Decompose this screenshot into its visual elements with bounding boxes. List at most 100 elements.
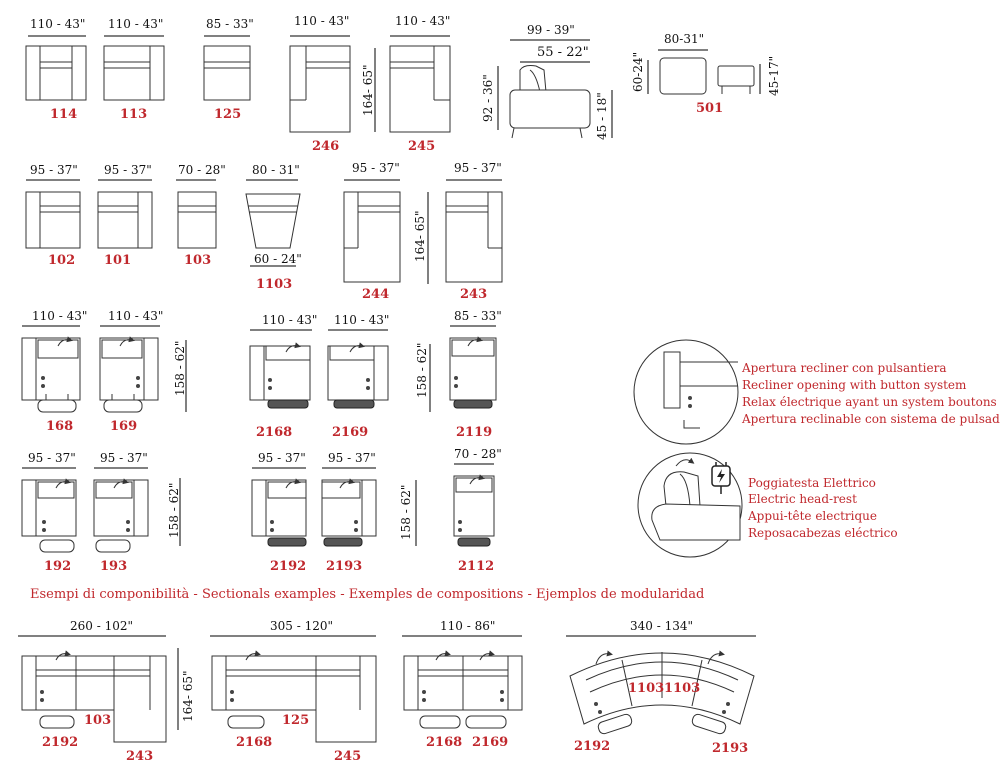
code-101: 101 bbox=[104, 253, 131, 268]
code-246: 246 bbox=[312, 139, 339, 154]
dim-168: 110 - 43" bbox=[32, 309, 87, 323]
vdim-168: 158 - 62" bbox=[173, 341, 187, 396]
dim-sectional-2: 305 - 120" bbox=[270, 619, 333, 633]
dim-2119: 85 - 33" bbox=[454, 309, 502, 323]
vdim-246: 164- 65" bbox=[361, 64, 375, 116]
code-sectional-2168: 2168 bbox=[236, 735, 272, 750]
module-101 bbox=[97, 191, 153, 249]
code-114: 114 bbox=[50, 107, 77, 122]
code-2112: 2112 bbox=[458, 559, 494, 574]
dim-169: 110 - 43" bbox=[108, 309, 163, 323]
module-2112 bbox=[453, 474, 495, 547]
dim-193: 95 - 37" bbox=[100, 451, 148, 465]
dim-1103-bottom: 60 - 24" bbox=[254, 252, 302, 266]
code-168: 168 bbox=[46, 419, 73, 434]
dim-243: 95 - 37" bbox=[454, 161, 502, 175]
legend-headrest-en: Electric head-rest bbox=[748, 492, 857, 506]
module-168 bbox=[21, 336, 81, 413]
side-view-chair bbox=[509, 65, 591, 139]
vdim-501-depth: 60-24" bbox=[631, 52, 645, 92]
dim-2168: 110 - 43" bbox=[262, 313, 317, 327]
row-1: 110 - 43" 110 - 43" 85 - 33" 110 - 43" 1… bbox=[25, 14, 781, 154]
legend-recliner-es: Apertura reclinable con sistema de pulsa… bbox=[741, 412, 1000, 426]
code-113: 113 bbox=[120, 107, 147, 122]
legend-headrest: Poggiatesta Elettrico Electric head-rest… bbox=[637, 452, 898, 558]
module-193 bbox=[93, 478, 149, 553]
code-169: 169 bbox=[110, 419, 137, 434]
dim-244: 95 - 37" bbox=[352, 161, 400, 175]
sectionals: 260 - 102" 305 - 120" 110 - 86" 340 - 13… bbox=[18, 619, 756, 764]
module-169 bbox=[99, 336, 159, 413]
code-sectional-2169: 2169 bbox=[472, 735, 508, 750]
dim-125: 85 - 33" bbox=[206, 17, 254, 31]
dim-101: 95 - 37" bbox=[104, 163, 152, 177]
dim-501-width: 80-31" bbox=[664, 32, 704, 46]
code-sectional-103: 103 bbox=[84, 713, 111, 728]
module-2169 bbox=[327, 342, 389, 409]
dim-sectional-3: 110 - 86" bbox=[440, 619, 495, 633]
row-2: 95 - 37" 95 - 37" 70 - 28" 80 - 31" 60 -… bbox=[25, 161, 503, 302]
code-sectional-2168b: 2168 bbox=[426, 735, 462, 750]
module-244 bbox=[343, 191, 401, 283]
code-2192: 2192 bbox=[270, 559, 306, 574]
code-244: 244 bbox=[362, 287, 389, 302]
row-4: 95 - 37" 95 - 37" 95 - 37" 95 - 37" 70 -… bbox=[21, 447, 502, 574]
module-2119 bbox=[449, 336, 497, 409]
module-2193 bbox=[321, 478, 377, 547]
dim-102: 95 - 37" bbox=[30, 163, 78, 177]
legend-recliner-en: Recliner opening with button system bbox=[742, 378, 967, 392]
sectionals-title: Esempi di componibilità - Sectionals exa… bbox=[30, 587, 704, 602]
module-243 bbox=[445, 191, 503, 283]
vdim-sectional-1: 164- 65" bbox=[181, 670, 195, 722]
code-2168: 2168 bbox=[256, 425, 292, 440]
code-sectional-245: 245 bbox=[334, 749, 361, 764]
module-102 bbox=[25, 191, 81, 249]
dim-2192: 95 - 37" bbox=[258, 451, 306, 465]
vdim-chair-height: 92 - 36" bbox=[481, 74, 495, 122]
dim-103: 70 - 28" bbox=[178, 163, 226, 177]
code-sectional-125: 125 bbox=[282, 713, 309, 728]
code-102: 102 bbox=[48, 253, 75, 268]
code-sectional-1103a: 1103 bbox=[628, 681, 664, 696]
legend-recliner-fr: Relax électrique ayant un system boutons bbox=[742, 395, 997, 409]
code-2169: 2169 bbox=[332, 425, 368, 440]
vdim-192: 158 - 62" bbox=[167, 483, 181, 538]
sectional-2168-2169 bbox=[403, 650, 523, 729]
code-sectional-2192: 2192 bbox=[42, 735, 78, 750]
code-125: 125 bbox=[214, 107, 241, 122]
code-245: 245 bbox=[408, 139, 435, 154]
module-113 bbox=[103, 45, 165, 101]
code-1103: 1103 bbox=[256, 277, 292, 292]
vdim-seat-height: 45 - 18" bbox=[595, 92, 609, 140]
legend-headrest-it: Poggiatesta Elettrico bbox=[748, 476, 876, 490]
dim-2169: 110 - 43" bbox=[334, 313, 389, 327]
vdim-2119: 158 - 62" bbox=[415, 343, 429, 398]
dim-114: 110 - 43" bbox=[30, 17, 85, 31]
dim-sectional-1: 260 - 102" bbox=[70, 619, 133, 633]
legend-headrest-fr: Appui-tête electrique bbox=[747, 509, 877, 523]
dim-1103-top: 80 - 31" bbox=[252, 163, 300, 177]
dim-246: 110 - 43" bbox=[294, 14, 349, 28]
row-3: 110 - 43" 110 - 43" 110 - 43" 110 - 43" … bbox=[21, 309, 502, 440]
module-501 bbox=[659, 57, 755, 95]
dim-sectional-4: 340 - 134" bbox=[630, 619, 693, 633]
legend-recliner-it: Apertura recliner con pulsantiera bbox=[741, 361, 947, 375]
legend-recliner: Apertura recliner con pulsantiera Reclin… bbox=[633, 339, 1000, 445]
module-103 bbox=[177, 191, 217, 249]
dim-192: 95 - 37" bbox=[28, 451, 76, 465]
module-2168 bbox=[249, 342, 311, 409]
vdim-2112: 158 - 62" bbox=[399, 485, 413, 540]
headrest-detail-icon bbox=[651, 457, 741, 541]
module-192 bbox=[21, 478, 77, 553]
sectional-curved bbox=[569, 650, 755, 735]
code-192: 192 bbox=[44, 559, 71, 574]
vdim-244: 164- 65" bbox=[413, 210, 427, 262]
dim-chair-width: 99 - 39" bbox=[527, 23, 575, 37]
code-193: 193 bbox=[100, 559, 127, 574]
module-125 bbox=[203, 45, 251, 101]
vdim-501-height: 45-17" bbox=[767, 56, 781, 96]
code-sectional-1103b: 1103 bbox=[664, 681, 700, 696]
module-246 bbox=[289, 45, 351, 133]
code-sectional-2193: 2193 bbox=[712, 741, 748, 756]
